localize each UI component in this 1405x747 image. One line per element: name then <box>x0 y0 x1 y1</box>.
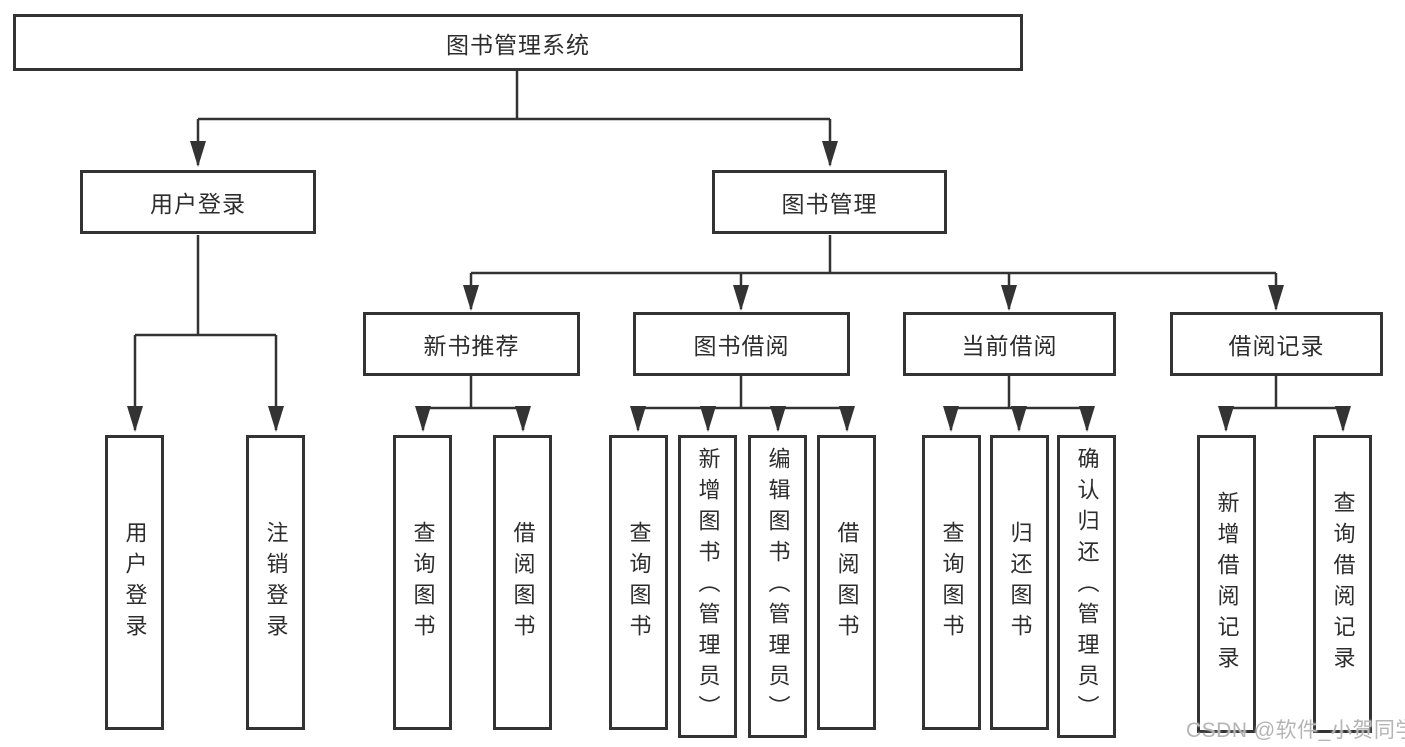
node-book-borrowing: 图书借阅 <box>633 312 850 376</box>
leaf-confirm-return-admin: 确认归还（管理员） <box>1057 435 1116 738</box>
leaf-label: 注销登录 <box>263 520 289 645</box>
leaf-label: 借阅图书 <box>834 520 860 645</box>
node-borrowing-records: 借阅记录 <box>1170 312 1383 376</box>
leaf-label: 归还图书 <box>1007 520 1033 645</box>
node-book-management: 图书管理 <box>712 170 947 234</box>
leaf-label: 查询图书 <box>410 520 436 645</box>
leaf-label: 确认归还（管理员） <box>1074 447 1100 726</box>
leaf-query-books-recommend: 查询图书 <box>393 435 452 730</box>
leaf-add-borrow-record: 新增借阅记录 <box>1197 435 1256 733</box>
node-label: 借阅记录 <box>1228 333 1325 359</box>
node-label: 图书借阅 <box>693 333 790 359</box>
leaf-borrow-books-recommend: 借阅图书 <box>493 435 552 730</box>
node-label: 图书管理 <box>781 191 878 217</box>
leaf-label: 查询图书 <box>626 520 652 645</box>
leaf-borrow-books-borrowing: 借阅图书 <box>817 435 876 730</box>
leaf-query-borrow-record: 查询借阅记录 <box>1313 435 1372 733</box>
leaf-logout-login: 注销登录 <box>246 435 305 730</box>
node-library-management-system: 图书管理系统 <box>13 14 1023 71</box>
watermark: CSDN @软件_小贺同学 <box>1186 719 1405 742</box>
leaf-user-login: 用户登录 <box>105 435 164 730</box>
leaf-add-books-admin: 新增图书（管理员） <box>678 435 737 738</box>
node-current-borrowing: 当前借阅 <box>903 312 1116 376</box>
leaf-return-books: 归还图书 <box>990 435 1049 730</box>
leaf-label: 查询借阅记录 <box>1330 491 1356 677</box>
leaf-label: 借阅图书 <box>510 520 536 645</box>
node-label: 新书推荐 <box>423 333 520 359</box>
node-new-book-recommendation: 新书推荐 <box>363 312 580 376</box>
leaf-label: 新增借阅记录 <box>1214 491 1240 677</box>
leaf-query-books-borrowing: 查询图书 <box>609 435 668 730</box>
leaf-query-books-current: 查询图书 <box>922 435 981 730</box>
leaf-label: 编辑图书（管理员） <box>765 447 791 726</box>
leaf-label: 用户登录 <box>122 520 148 645</box>
node-label: 当前借阅 <box>961 333 1058 359</box>
node-user-login: 用户登录 <box>80 170 316 234</box>
leaf-label: 新增图书（管理员） <box>695 447 721 726</box>
node-label: 图书管理系统 <box>446 31 590 58</box>
leaf-label: 查询图书 <box>939 520 965 645</box>
node-label: 用户登录 <box>150 191 246 217</box>
leaf-edit-books-admin: 编辑图书（管理员） <box>748 435 807 738</box>
